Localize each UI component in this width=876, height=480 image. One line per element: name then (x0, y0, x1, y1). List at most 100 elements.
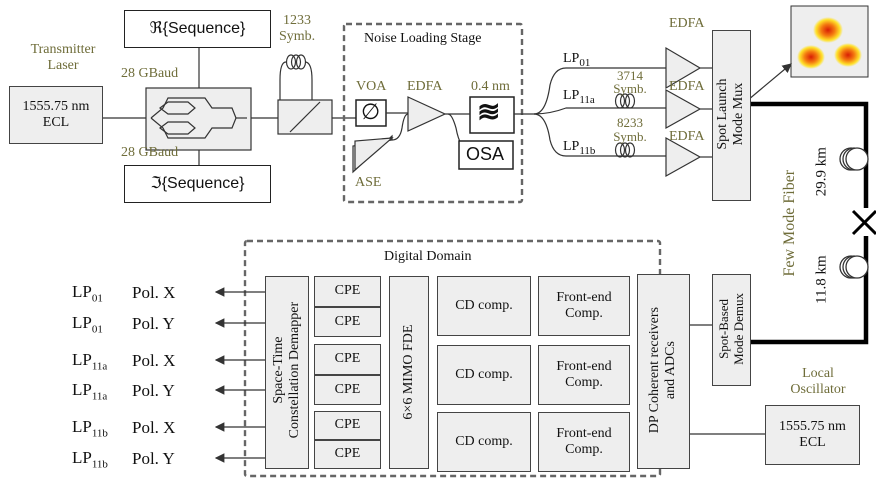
cpe-box-4: CPE (314, 375, 381, 405)
branch-lp11b-sub: 11b (579, 144, 596, 157)
mode-demux-box (712, 274, 751, 386)
branch-lp11b-base: LP (563, 139, 580, 154)
edfa-lp11b-label: EDFA (669, 129, 705, 144)
few-mode-fiber-label: Few Mode Fiber (780, 169, 798, 277)
frontend-2-line1: Front-end (556, 358, 612, 374)
output-3-mode: LP (72, 350, 92, 369)
receiver-wiring (690, 324, 765, 435)
demapper-box (265, 276, 309, 469)
imag-sequence-box: ℑ{Sequence} (124, 165, 271, 203)
output-3-sub: 11a (91, 360, 108, 373)
branch-lp01-base: LP (563, 51, 580, 66)
delay-8233-value: 8233 (617, 115, 643, 130)
demapper-label: Space-Time Constellation Demapper (271, 290, 303, 450)
output-1-mode: LP (72, 282, 92, 301)
local-oscillator-label: Local Oscillator (780, 366, 856, 398)
iq-modulator-symbol (145, 87, 252, 151)
branch-lp11a-label: LP11a (563, 89, 595, 106)
real-sequence-label: ℜ{Sequence} (149, 19, 246, 37)
coherent-receiver-box (637, 274, 690, 469)
output-pol-6: Pol. Y (132, 449, 175, 468)
branch-lp01-label: LP01 (563, 52, 590, 69)
transmitter-laser-label: Transmitter Laser (22, 42, 104, 74)
edfa-lp01-triangle (665, 46, 702, 90)
coherent-receiver-label: DP Coherent receivers and ADCs (647, 290, 679, 450)
edfa-lp11b-triangle (665, 136, 702, 178)
output-1-sub: 01 (91, 292, 103, 305)
lo-ecl-box: 1555.75 nm ECL (765, 405, 860, 465)
output-2-sub: 01 (91, 323, 103, 336)
mux-label-line2: Mode Mux (731, 82, 746, 146)
mode-demux-label: Spot-Based Mode Demux (716, 274, 747, 384)
coherent-label-line2: and ADCs (663, 341, 678, 400)
delay-coil-1233 (279, 54, 313, 100)
ecl-wavelength: 1555.75 nm (22, 98, 90, 114)
fiber-span2-label: 11.8 km (813, 255, 830, 304)
real-sequence-box: ℜ{Sequence} (124, 10, 271, 48)
lo-ecl-label: ECL (799, 435, 826, 450)
cd-comp-2-label: CD comp. (455, 366, 513, 382)
delay-8233-label: 8233 (611, 115, 649, 131)
noise-loading-frame (342, 22, 524, 204)
filter-box (469, 96, 515, 134)
voa-box (355, 99, 387, 127)
delay-1233-value: 1233 (283, 13, 311, 28)
splice-cross (851, 209, 876, 236)
filter-icon: ≋ (477, 97, 501, 128)
demux-label-line2: Mode Demux (731, 293, 746, 365)
branch-lp11a-base: LP (563, 88, 580, 103)
noise-wiring (386, 67, 666, 157)
mode-spot-image (790, 5, 869, 78)
branch-lp11a-sub: 11a (579, 93, 595, 106)
cd-comp-box-1: CD comp. (437, 276, 531, 336)
voa-icon: ∅ (361, 99, 381, 124)
digital-domain-frame (243, 239, 662, 478)
frontend-3-line2: Comp. (565, 442, 603, 457)
demux-label-line1: Spot-Based (716, 298, 732, 359)
cd-comp-box-3: CD comp. (437, 412, 531, 472)
cpe-5-label: CPE (334, 417, 361, 433)
edfa-lp11a-label: EDFA (669, 79, 705, 94)
frontend-2-line2: Comp. (565, 375, 603, 390)
baud-bottom-label: 28 GBaud (121, 145, 179, 160)
cpe-box-5: CPE (314, 411, 381, 440)
noise-edfa-triangle (407, 96, 447, 132)
output-5-mode: LP (72, 417, 92, 436)
delay-1233-label: 1233 Symb. (279, 13, 315, 45)
transmitter-label-line1: Transmitter (30, 42, 96, 57)
spot-launch-mux-box (712, 30, 751, 201)
cpe-box-6: CPE (314, 440, 381, 469)
cpe-4-label: CPE (334, 381, 361, 397)
output-label-5: LP11b (72, 418, 108, 439)
fiber-spool-2 (839, 255, 869, 279)
delay-3714-label: 3714 (611, 68, 649, 84)
output-pol-4: Pol. Y (132, 381, 175, 400)
cpe-box-2: CPE (314, 307, 381, 337)
lo-label-line2: Oscillator (790, 382, 846, 398)
cpe-2-label: CPE (334, 313, 361, 329)
cpe-box-3: CPE (314, 344, 381, 375)
output-pol-2: Pol. Y (132, 314, 175, 333)
ecl-label: ECL (42, 115, 70, 130)
delay-3714-value: 3714 (617, 68, 643, 83)
output-label-4: LP11a (72, 381, 107, 402)
noise-loading-title: Noise Loading Stage (364, 31, 482, 46)
output-5-sub: 11b (91, 427, 108, 440)
imag-sequence-label: ℑ{Sequence} (150, 174, 245, 192)
delay-1233-unit: Symb. (279, 29, 316, 45)
cpe-3-label: CPE (334, 351, 361, 367)
cd-comp-box-2: CD comp. (437, 345, 531, 405)
output-label-2: LP01 (72, 314, 103, 335)
cd-comp-3-label: CD comp. (455, 433, 513, 449)
output-pol-5: Pol. X (132, 418, 176, 437)
lo-ecl-wavelength: 1555.75 nm (779, 418, 846, 434)
digital-domain-title: Digital Domain (384, 249, 472, 264)
delay-3714-unit-label: Symb. (613, 81, 647, 96)
cpe-6-label: CPE (334, 446, 361, 462)
edfa-lp11a-triangle (665, 88, 702, 130)
lo-label-line1: Local (802, 366, 834, 381)
output-label-1: LP01 (72, 283, 103, 304)
